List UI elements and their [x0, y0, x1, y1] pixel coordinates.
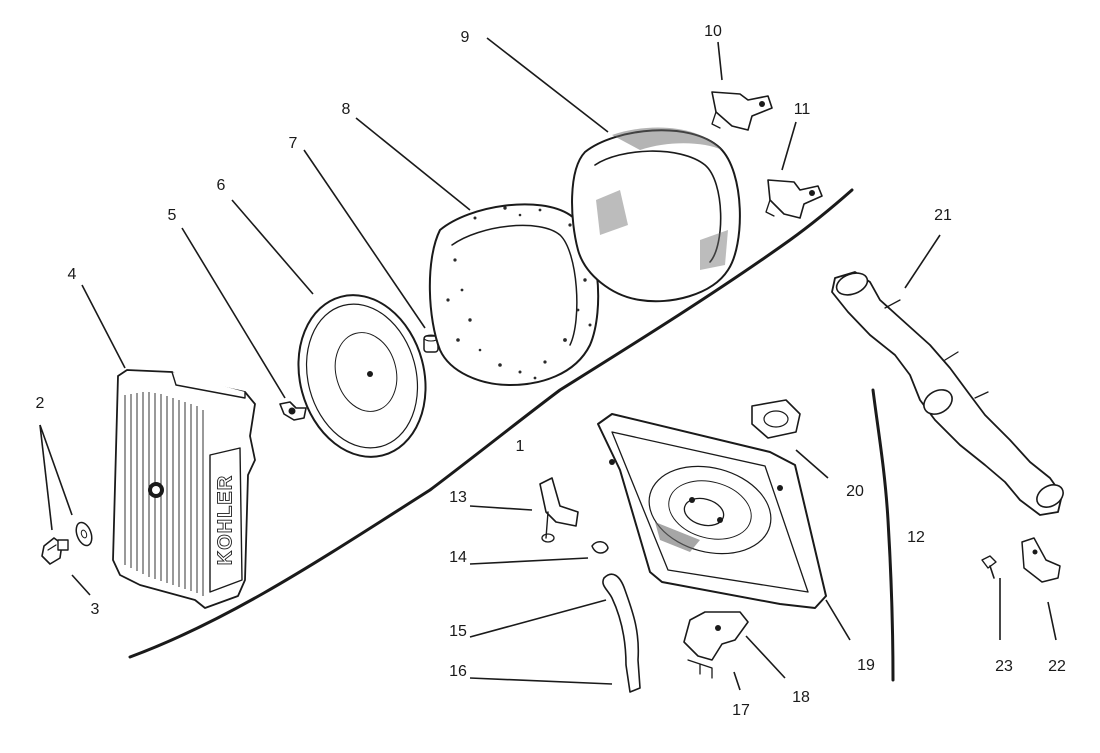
callout-18: 18 [792, 689, 810, 706]
air-cleaner-cover: KOHLER [112, 369, 256, 609]
bracket-11 [765, 179, 823, 219]
vertical-divider-line [871, 388, 895, 682]
callout-4: 4 [68, 266, 77, 283]
wing-nut [279, 401, 307, 421]
cover-brand-label: KOHLER [214, 475, 236, 565]
bracket-10 [711, 91, 773, 131]
callout-8: 8 [342, 101, 351, 118]
base-gasket [751, 399, 801, 439]
callout-10: 10 [704, 23, 722, 40]
callout-21: 21 [934, 207, 952, 224]
group-divider-line [128, 188, 854, 659]
callout-2: 2 [36, 395, 45, 412]
paper-air-filter-element [571, 127, 741, 303]
callout-6: 6 [217, 177, 226, 194]
seal-grommet [75, 521, 93, 547]
callout-labels: 1 2 3 4 5 6 7 8 9 10 11 12 13 14 15 16 1… [36, 23, 1066, 719]
callout-22: 22 [1048, 658, 1066, 675]
callout-13: 13 [449, 489, 467, 506]
callout-7: 7 [289, 135, 298, 152]
support-bracket [683, 611, 749, 679]
cover-knob [41, 537, 69, 565]
callout-16: 16 [449, 663, 467, 680]
callout-12: 12 [907, 529, 925, 546]
callout-19: 19 [857, 657, 875, 674]
leader-lines [39, 37, 1057, 691]
callout-23: 23 [995, 658, 1013, 675]
screw [981, 555, 997, 579]
callout-3: 3 [91, 601, 100, 618]
precleaner-foam-element [428, 203, 600, 386]
callout-20: 20 [846, 483, 864, 500]
callout-14: 14 [449, 549, 467, 566]
breather-hose [602, 573, 641, 693]
flange-bracket [1021, 537, 1061, 583]
air-cleaner-base [597, 413, 827, 609]
callout-5: 5 [168, 207, 177, 224]
callout-11: 11 [794, 101, 811, 118]
callout-9: 9 [461, 29, 470, 46]
callout-15: 15 [449, 623, 467, 640]
callout-1: 1 [516, 438, 525, 455]
intake-manifold [831, 271, 1064, 516]
callout-17: 17 [732, 702, 750, 719]
element-cover-plate [297, 294, 427, 458]
hose-clamp [591, 541, 609, 554]
breather-elbow [539, 477, 579, 543]
